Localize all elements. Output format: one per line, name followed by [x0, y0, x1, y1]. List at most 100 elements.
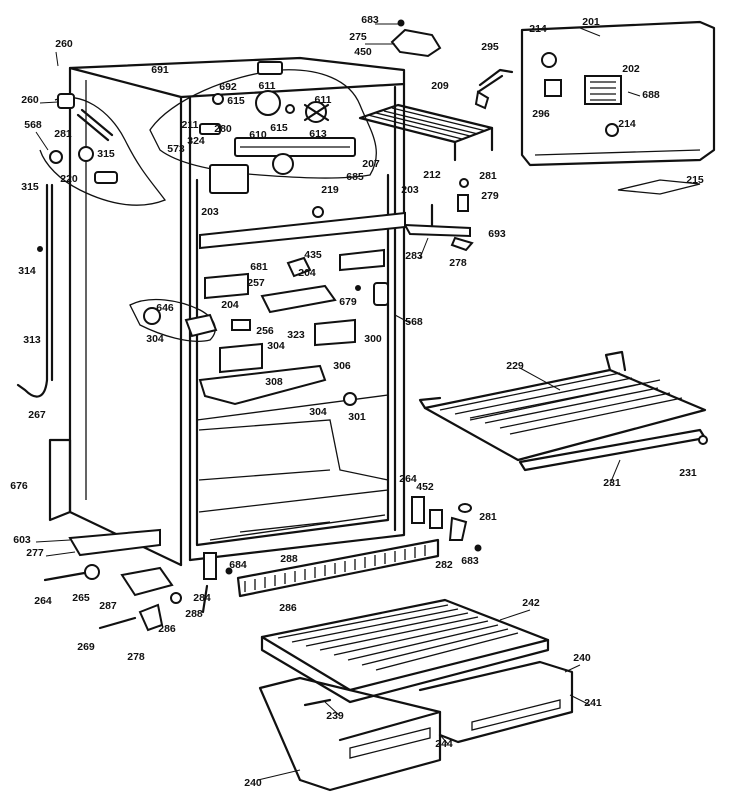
part-label-681: 681 [250, 261, 268, 273]
part-label-450: 450 [354, 46, 372, 58]
part-label-279: 279 [481, 190, 499, 202]
part-label-204: 204 [221, 299, 239, 311]
part-label-214: 214 [618, 118, 636, 130]
part-label-231: 231 [603, 477, 621, 489]
part-label-610: 610 [249, 129, 267, 141]
part-label-241: 241 [584, 697, 602, 709]
part-label-275: 275 [349, 31, 367, 43]
part-label-231: 231 [679, 467, 697, 479]
part-label-280: 280 [214, 123, 232, 135]
part-label-257: 257 [247, 277, 265, 289]
part-label-685: 685 [346, 171, 364, 183]
part-label-435: 435 [304, 249, 322, 261]
crisper-cover [260, 598, 550, 704]
part-label-220: 220 [60, 173, 78, 185]
base-grille [225, 538, 440, 598]
part-label-203: 203 [201, 206, 219, 218]
part-label-202: 202 [622, 63, 640, 75]
part-label-304: 304 [146, 333, 164, 345]
evaporator-fan-assembly [149, 61, 377, 194]
leader-lines [35, 23, 641, 781]
part-label-306: 306 [333, 360, 351, 372]
part-label-240: 240 [573, 652, 591, 664]
upper-hinge [403, 178, 474, 252]
part-label-323: 323 [287, 329, 305, 341]
part-label-212: 212 [423, 169, 441, 181]
part-label-264: 264 [34, 595, 52, 607]
control-panel [520, 20, 716, 195]
part-label-288: 288 [185, 608, 203, 620]
part-label-615: 615 [227, 95, 245, 107]
part-label-301: 301 [348, 411, 366, 423]
cabinet [68, 56, 406, 567]
part-label-260: 260 [55, 38, 73, 50]
part-label-264: 264 [399, 473, 417, 485]
fresh-food-shelf [418, 350, 708, 472]
part-label-215: 215 [686, 174, 704, 186]
part-label-308: 308 [265, 376, 283, 388]
part-label-300: 300 [364, 333, 382, 345]
part-label-691: 691 [151, 64, 169, 76]
part-label-315: 315 [97, 148, 115, 160]
part-label-613: 613 [309, 128, 327, 140]
part-label-278: 278 [449, 257, 467, 269]
part-label-611: 611 [315, 94, 332, 106]
part-label-646: 646 [156, 302, 174, 314]
part-label-568: 568 [405, 316, 423, 328]
part-label-260: 260 [21, 94, 39, 106]
part-label-679: 679 [339, 296, 357, 308]
mullion-rail [199, 206, 406, 250]
part-label-304: 304 [309, 406, 327, 418]
part-label-296: 296 [532, 108, 550, 120]
part-label-286: 286 [158, 623, 176, 635]
part-label-256: 256 [256, 325, 274, 337]
fresh-food-controls [129, 248, 389, 406]
part-label-452: 452 [416, 481, 434, 493]
part-label-229: 229 [506, 360, 524, 372]
part-label-219: 219 [321, 184, 339, 196]
part-label-277: 277 [26, 547, 44, 559]
part-label-288: 288 [280, 553, 298, 565]
part-label-615: 615 [270, 122, 288, 134]
part-label-313: 313 [23, 334, 41, 346]
part-label-568: 568 [24, 119, 42, 131]
part-label-692: 692 [219, 81, 237, 93]
part-label-684: 684 [229, 559, 247, 571]
part-label-286: 286 [279, 602, 297, 614]
part-label-201: 201 [582, 16, 600, 28]
part-label-683: 683 [461, 555, 479, 567]
part-label-209: 209 [431, 80, 449, 92]
part-label-204: 204 [298, 267, 316, 279]
part-label-281: 281 [479, 511, 497, 523]
part-label-282: 282 [435, 559, 453, 571]
part-label-281: 281 [54, 128, 72, 140]
part-label-211: 211 [182, 119, 199, 131]
part-label-267: 267 [28, 409, 46, 421]
part-label-314: 314 [18, 265, 36, 277]
refrigerant-tubing-group [16, 93, 167, 398]
part-label-203: 203 [401, 184, 419, 196]
part-label-239: 239 [326, 710, 344, 722]
part-label-265: 265 [72, 592, 90, 604]
part-label-295: 295 [481, 41, 499, 53]
part-label-603: 603 [13, 534, 31, 546]
part-number-labels: 260 691 260 568 281 315 315 220 692 615 611 611 211 2… [10, 14, 704, 789]
part-label-281: 281 [479, 170, 497, 182]
part-label-278: 278 [127, 651, 145, 663]
top-hinge-bracket [390, 19, 442, 58]
base-and-leveling [43, 438, 217, 632]
part-label-242: 242 [522, 597, 540, 609]
part-label-287: 287 [99, 600, 117, 612]
lower-hinge-parts [411, 496, 482, 552]
wire-harness [474, 68, 514, 110]
part-label-315: 315 [21, 181, 39, 193]
part-label-676: 676 [10, 480, 28, 492]
crisper-drawers [258, 660, 574, 792]
part-label-207: 207 [362, 158, 380, 170]
part-label-693: 693 [488, 228, 506, 240]
part-label-611: 611 [259, 80, 276, 92]
freezer-shelf [358, 103, 494, 162]
part-label-304: 304 [267, 340, 285, 352]
part-label-244: 244 [435, 738, 453, 750]
